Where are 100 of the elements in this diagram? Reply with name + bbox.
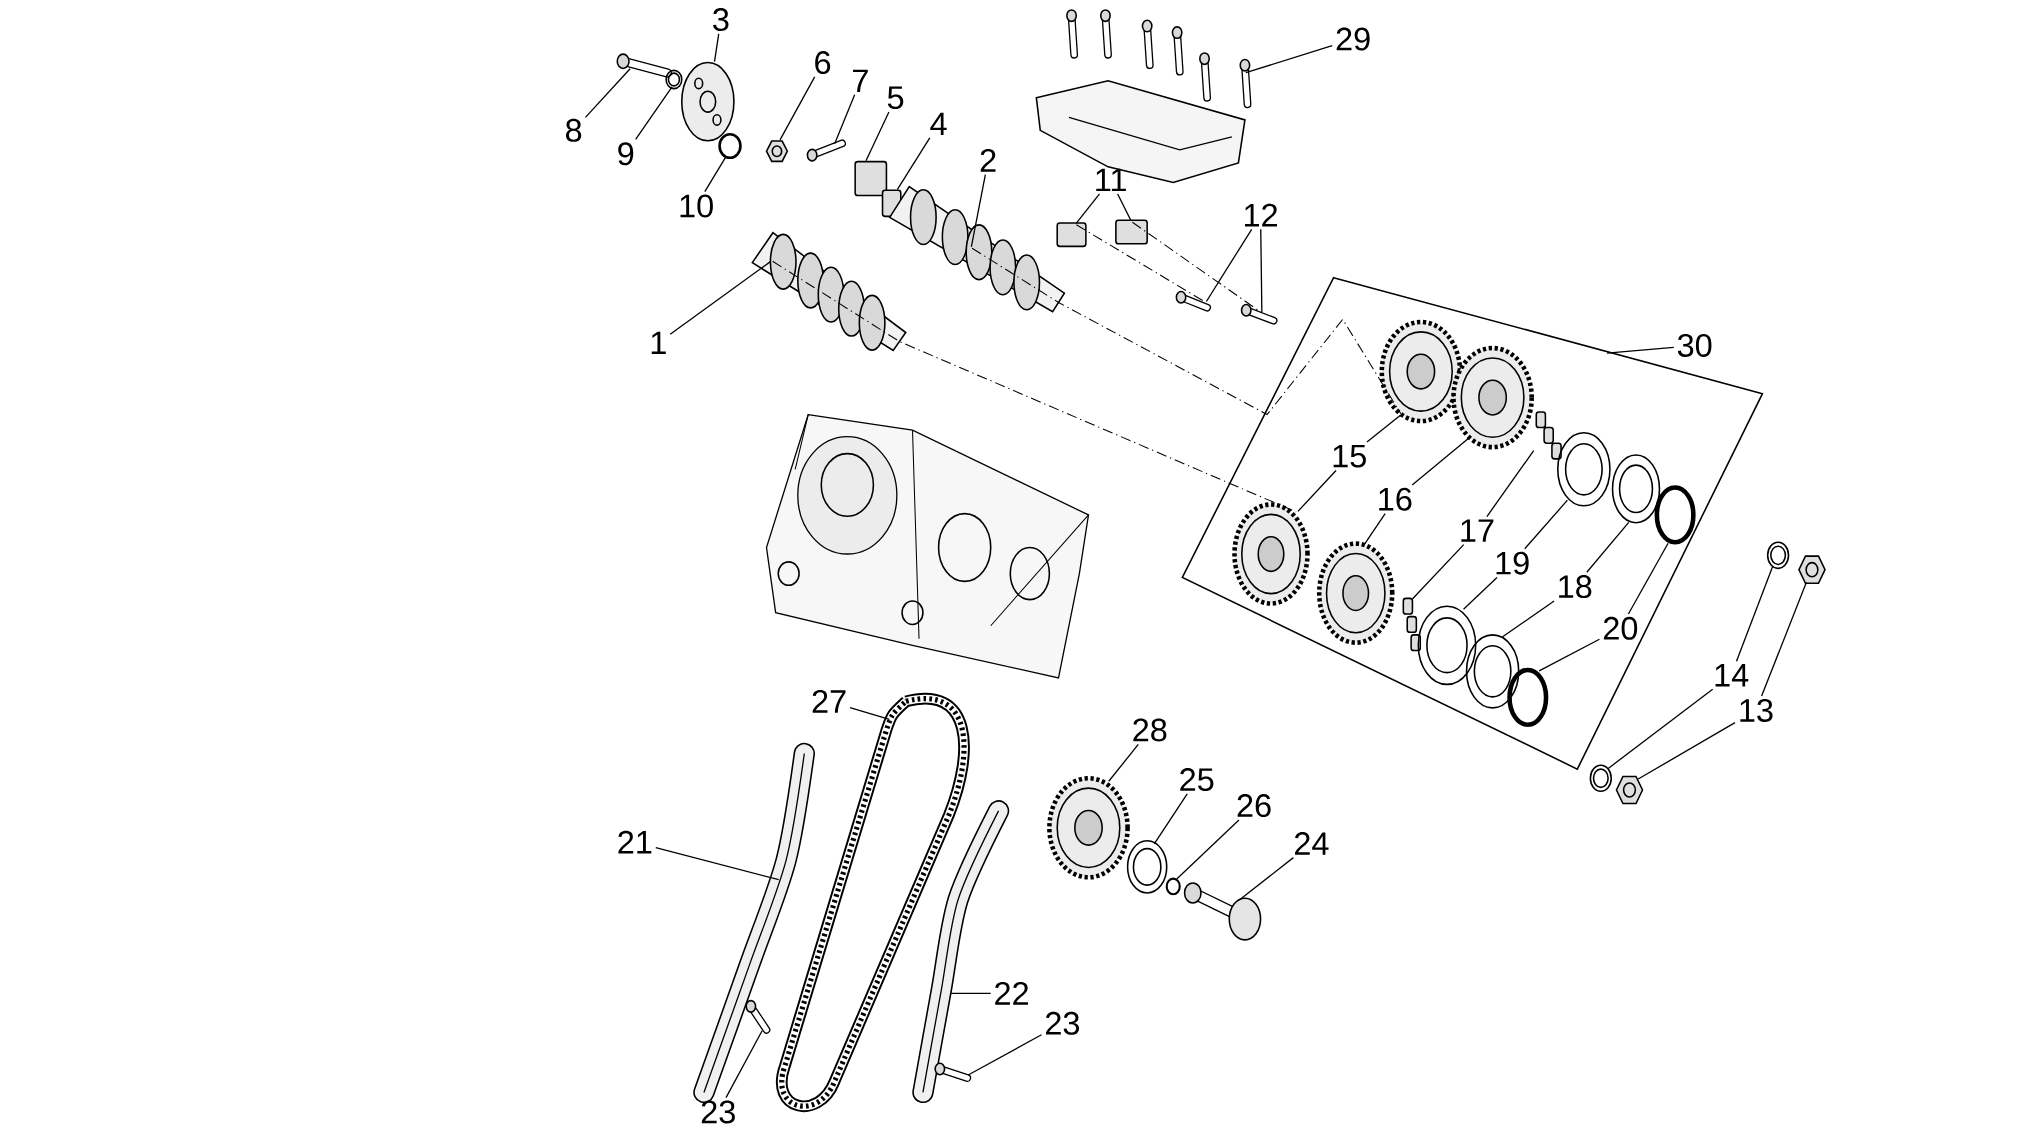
leader-line <box>1637 722 1736 780</box>
nut <box>765 140 789 163</box>
callout-number: 26 <box>1237 794 1271 818</box>
gear <box>1451 346 1534 450</box>
gear <box>1316 541 1395 646</box>
o-ring <box>1165 877 1181 896</box>
callout-number: 21 <box>618 831 652 854</box>
callout-number: 29 <box>1336 27 1370 51</box>
leader-line <box>1075 193 1101 225</box>
leader-line <box>584 68 631 119</box>
leader-line <box>1627 542 1669 615</box>
sprocket-hub <box>854 161 888 197</box>
gear <box>1047 776 1130 880</box>
circlip <box>1507 668 1549 728</box>
gear <box>1379 319 1463 424</box>
callout-number: 27 <box>812 690 846 713</box>
washer <box>665 69 683 90</box>
leader-line <box>725 1030 763 1099</box>
callout-number: 30 <box>1677 334 1712 358</box>
washer <box>1465 634 1520 709</box>
leader-line <box>1117 193 1132 222</box>
callout-number: 12 <box>1245 204 1277 227</box>
callout-number: 1 <box>651 331 666 355</box>
leader-line <box>1153 793 1188 845</box>
callout-number: 11 <box>1096 168 1126 192</box>
leader-line <box>970 174 986 248</box>
leader-line <box>655 847 780 881</box>
leader-line <box>704 156 727 193</box>
callout-number: 5 <box>887 86 904 110</box>
center-line <box>772 261 1297 513</box>
gear <box>1232 502 1310 607</box>
callout-number: 28 <box>1133 718 1167 742</box>
leader-line <box>865 111 890 162</box>
leader-line <box>896 137 931 191</box>
callout-number: 6 <box>815 51 831 75</box>
callout-number: 20 <box>1603 617 1638 641</box>
callout-number: 25 <box>1180 768 1214 792</box>
leader-line <box>1586 521 1630 574</box>
pulley <box>681 62 735 142</box>
leader-line <box>849 707 891 721</box>
bolt <box>1175 290 1212 312</box>
callout-number: 9 <box>618 142 634 166</box>
leader-line <box>1362 513 1386 548</box>
bracket <box>1056 222 1087 248</box>
callout-number: 16 <box>1379 488 1412 512</box>
leader-line <box>1245 45 1333 74</box>
center-line <box>1131 222 1262 313</box>
leader-line <box>1486 450 1535 518</box>
leader-line <box>1205 228 1253 303</box>
callout-number: 19 <box>1496 551 1529 575</box>
callout-number: 22 <box>995 982 1028 1005</box>
bracket <box>1115 219 1148 245</box>
washer <box>1417 605 1477 686</box>
o-ring <box>1126 840 1168 894</box>
leader-line <box>834 94 856 145</box>
leader-line <box>1366 414 1402 443</box>
leader-line <box>1760 581 1808 697</box>
shaft <box>1183 882 1262 941</box>
callout-number: 13 <box>1740 699 1773 723</box>
bolt <box>1240 304 1278 325</box>
leader-line <box>713 33 720 63</box>
washer <box>1611 454 1661 524</box>
bolt <box>934 1062 972 1083</box>
leader-line <box>1462 577 1498 611</box>
bolt <box>806 139 847 162</box>
leader-line <box>1606 346 1675 355</box>
leader-line <box>779 76 816 141</box>
callout-number: 24 <box>1295 832 1329 855</box>
leader-line <box>635 86 673 141</box>
callout-number: 23 <box>701 1100 735 1124</box>
callout-number: 3 <box>713 8 729 32</box>
callout-number: 14 <box>1715 664 1749 687</box>
washer <box>1589 764 1612 793</box>
clip <box>718 133 742 160</box>
bolt <box>616 53 672 78</box>
callout-number: 10 <box>680 194 713 218</box>
leader-line <box>1238 857 1294 901</box>
callout-number: 18 <box>1559 575 1592 599</box>
spring-set-drawing <box>1402 597 1422 652</box>
leader-line <box>1524 499 1569 550</box>
leader-line <box>1502 600 1555 638</box>
leader-line <box>1607 688 1714 770</box>
callout-number: 2 <box>980 149 996 172</box>
leader-line <box>1538 638 1601 672</box>
circlip <box>1654 485 1696 545</box>
leader-line <box>1411 437 1471 486</box>
leader-line <box>1176 819 1240 880</box>
callout-number: 4 <box>930 112 947 136</box>
callout-number: 15 <box>1333 445 1366 468</box>
leader-line <box>1260 228 1263 313</box>
leader-line <box>1735 566 1774 663</box>
callout-number: 8 <box>565 119 582 143</box>
nut <box>1615 775 1644 805</box>
leader-line <box>669 261 772 336</box>
callout-number: 23 <box>1046 1012 1080 1036</box>
bolt <box>745 1000 771 1034</box>
callout-number: 7 <box>853 69 868 93</box>
leader-line <box>950 992 992 995</box>
washer <box>1766 541 1790 570</box>
leader-line <box>1108 743 1139 783</box>
